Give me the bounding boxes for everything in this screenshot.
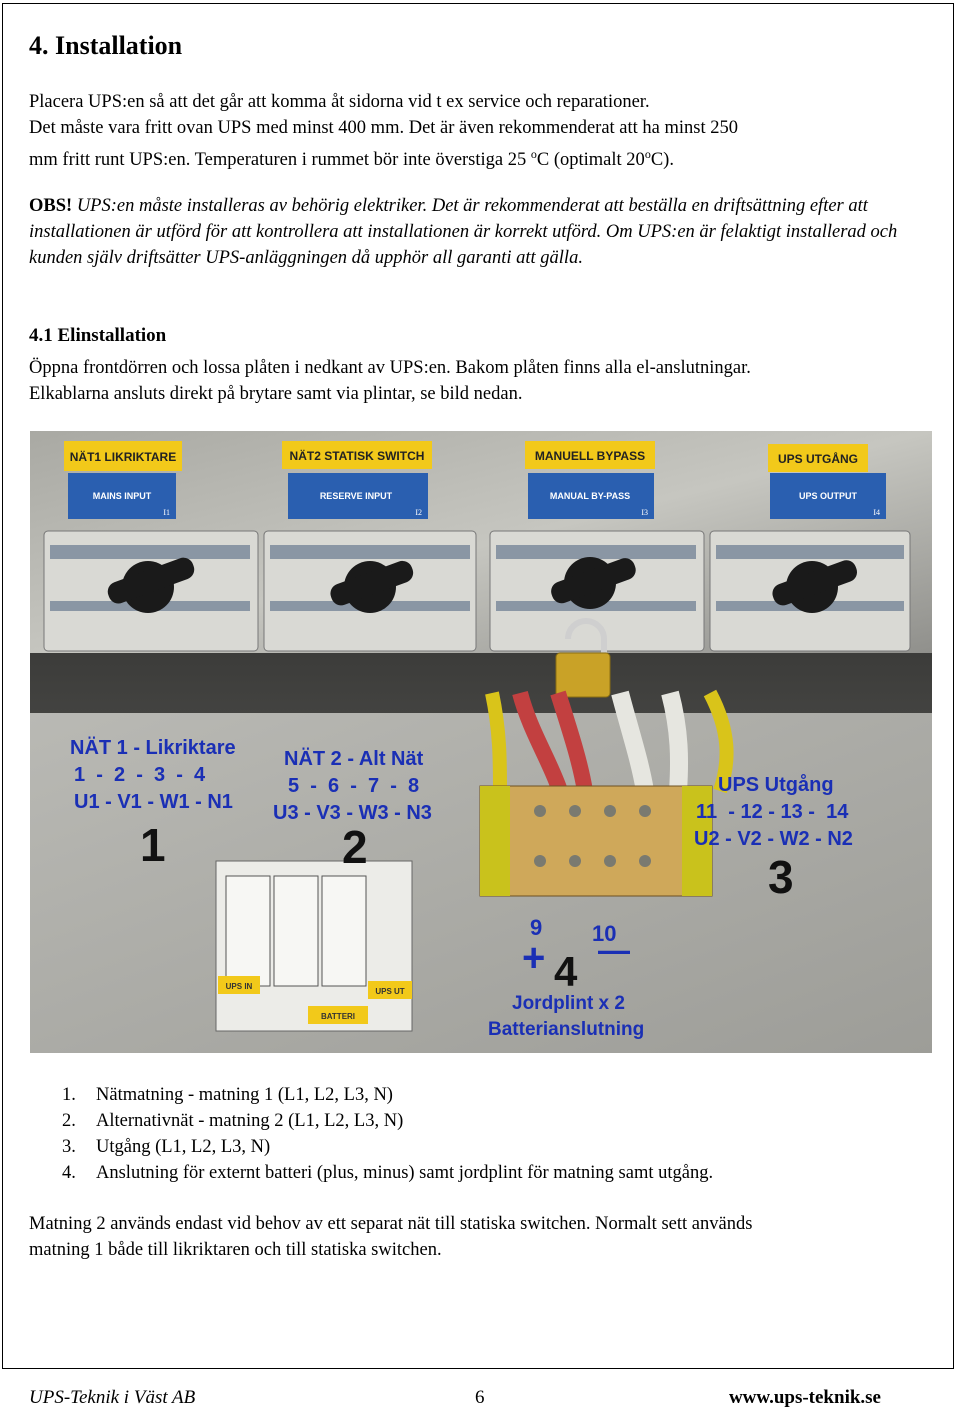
intro-line-3: mm fritt runt UPS:en. Temperaturen i rum… <box>29 147 674 171</box>
g1-title: NÄT 1 - Likriktare <box>70 736 236 759</box>
g2-big-number: 2 <box>342 821 368 873</box>
switch-id-text: I2 <box>415 508 422 517</box>
switch-id-text: I4 <box>873 508 880 517</box>
inner-label-text: UPS UT <box>375 987 404 996</box>
list-item: 2.Alternativnät - matning 2 (L1, L2, L3,… <box>62 1111 404 1131</box>
list-item: 3.Utgång (L1, L2, L3, N) <box>62 1137 271 1157</box>
g4-line-1: Jordplint x 2 <box>512 993 625 1014</box>
switch-label-text: UPS OUTPUT <box>799 491 858 501</box>
switch-label-text: MANUAL BY-PASS <box>550 491 630 501</box>
g4-big-number: 4 <box>554 948 578 995</box>
annotation-group-2: NÄT 2 - Alt Nät 5 - 6 - 7 - 8 U3 - V3 - … <box>273 747 432 873</box>
g1-numbers: 1 - 2 - 3 - 4 <box>74 764 206 786</box>
annotation-group-1: NÄT 1 - Likriktare 1 - 2 - 3 - 4 U1 - V1… <box>70 736 236 871</box>
g4-plus-number: 9 <box>530 915 542 940</box>
cables <box>485 689 734 794</box>
label-plate-text: NÄT2 STATISK SWITCH <box>290 448 425 463</box>
g1-big-number: 1 <box>140 819 166 871</box>
g3-title: UPS Utgång <box>718 773 834 796</box>
annotation-group-4: 9 10 + — 4 Jordplint x 2 Batterianslutni… <box>488 915 644 1040</box>
section-line-1: Öppna frontdörren och lossa plåten i ned… <box>29 358 751 378</box>
closing-paragraph: Matning 2 används endast vid behov av et… <box>29 1211 934 1263</box>
obs-label: OBS! <box>29 196 73 216</box>
inner-label-text: UPS IN <box>226 982 253 991</box>
g1-phases: U1 - V1 - W1 - N1 <box>74 791 233 813</box>
switch-label-text: RESERVE INPUT <box>320 491 393 501</box>
list-item: 1.Nätmatning - matning 1 (L1, L2, L3, N) <box>62 1085 393 1105</box>
annotation-group-3: UPS Utgång 11 - 12 - 13 - 14 U2 - V2 - W… <box>694 773 853 903</box>
warning-text: UPS:en måste installeras av behörig elek… <box>29 196 898 268</box>
g3-phases: U2 - V2 - W2 - N2 <box>694 828 853 850</box>
page-border <box>2 3 954 1369</box>
intro-line-1: Placera UPS:en så att det går att komma … <box>29 92 650 112</box>
inner-label-text: BATTERI <box>321 1012 355 1021</box>
switch-id-text: I3 <box>641 508 648 517</box>
label-plate-text: UPS UTGÅNG <box>778 451 858 466</box>
switch-id-text: I1 <box>163 508 170 517</box>
g2-phases: U3 - V3 - W3 - N3 <box>273 802 432 824</box>
section-title: 4.1 Elinstallation <box>29 325 167 346</box>
switch-plates: MAINS INPUT RESERVE INPUT MANUAL BY-PASS… <box>68 473 886 519</box>
section-line-2: Elkablarna ansluts direkt på brytare sam… <box>29 384 523 404</box>
g3-big-number: 3 <box>768 851 794 903</box>
g4-line-2: Batterianslutning <box>488 1019 644 1040</box>
page-heading: 4. Installation <box>29 31 183 60</box>
switch-handles <box>107 557 858 613</box>
g2-numbers: 5 - 6 - 7 - 8 <box>288 775 419 797</box>
closing-line-2: matning 1 både till likriktaren och till… <box>29 1240 442 1260</box>
intro-paragraph: Placera UPS:en så att det går att komma … <box>29 89 934 173</box>
footer-page-number: 6 <box>475 1387 485 1408</box>
closing-line-1: Matning 2 används endast vid behov av et… <box>29 1214 753 1234</box>
inner-panel: UPS IN UPS UT BATTERI <box>215 860 413 1032</box>
footer-company: UPS-Teknik i Väst AB <box>29 1387 196 1408</box>
plus-sign: + <box>522 936 545 980</box>
minus-sign: — <box>598 932 630 968</box>
intro-line-2: Det måste vara fritt ovan UPS med minst … <box>29 118 738 138</box>
label-plate-text: NÄT1 LIKRIKTARE <box>70 449 176 464</box>
section-paragraph: Öppna frontdörren och lossa plåten i ned… <box>29 355 934 407</box>
numbered-list: 1.Nätmatning - matning 1 (L1, L2, L3, N)… <box>62 1082 713 1186</box>
label-plate-text: MANUELL BYPASS <box>535 449 645 463</box>
footer-url[interactable]: www.ups-teknik.se <box>728 1387 881 1408</box>
g2-title: NÄT 2 - Alt Nät <box>284 747 424 770</box>
g4-minus-number: 10 <box>592 921 616 946</box>
terminal-block <box>479 785 713 897</box>
list-item: 4.Anslutning för externt batteri (plus, … <box>62 1163 714 1183</box>
g3-numbers: 11 - 12 - 13 - 14 <box>696 801 849 823</box>
installation-photo: NÄT1 LIKRIKTARE NÄT2 STATISK SWITCH MANU… <box>30 431 932 1053</box>
padlock <box>555 618 611 698</box>
switch-label-text: MAINS INPUT <box>93 491 152 501</box>
warning-paragraph: OBS! UPS:en måste installeras av behörig… <box>29 193 934 271</box>
label-plates: NÄT1 LIKRIKTARE NÄT2 STATISK SWITCH MANU… <box>64 441 868 472</box>
